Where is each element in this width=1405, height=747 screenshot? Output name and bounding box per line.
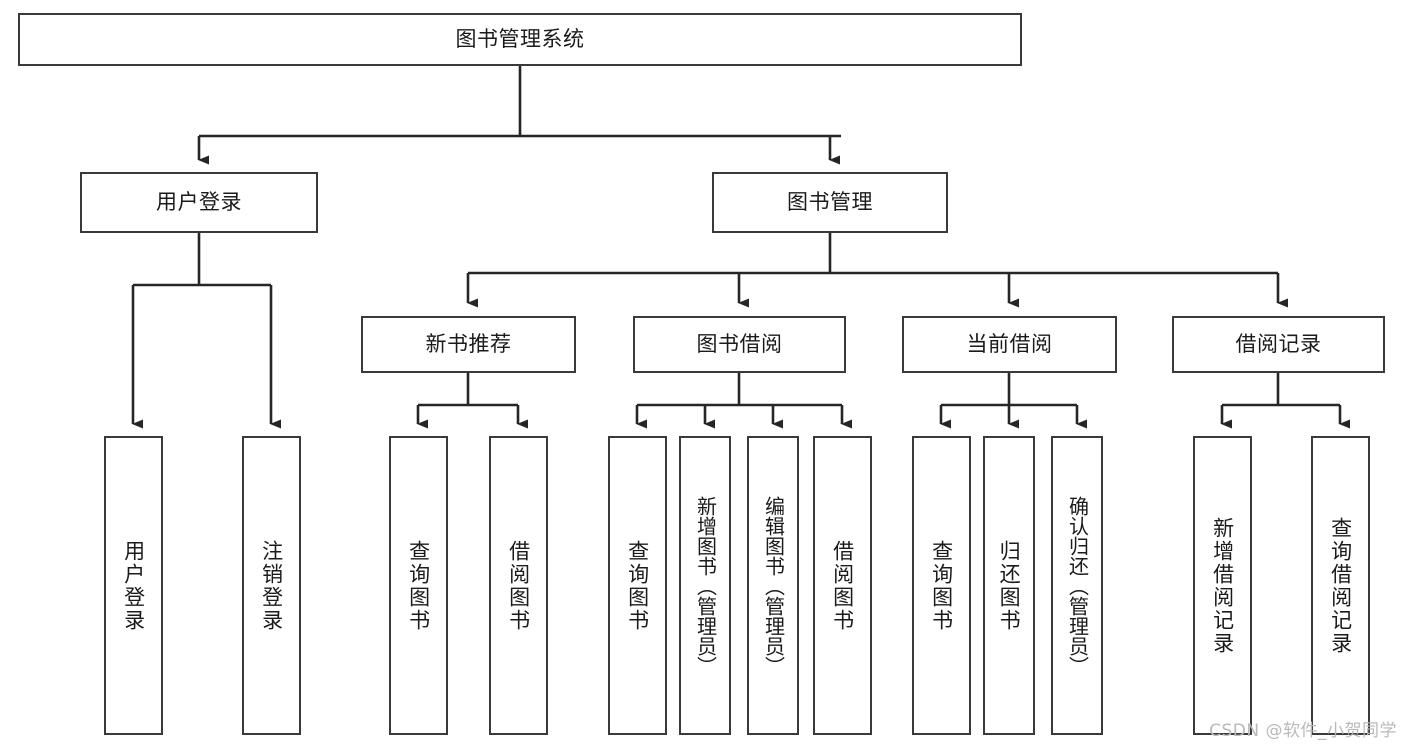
leaf-query-book-1-label: 查询图书 [406, 539, 431, 632]
node-book-borrow[interactable]: 图书借阅 [633, 316, 846, 373]
leaf-query-borrow-record[interactable]: 查询借阅记录 [1311, 436, 1370, 735]
leaf-confirm-return-admin-label: 确认归还（管理员） [1065, 495, 1090, 676]
leaf-query-book-3-label: 查询图书 [929, 539, 954, 632]
leaf-return-book[interactable]: 归还图书 [983, 436, 1035, 735]
node-new-book-recommend[interactable]: 新书推荐 [361, 316, 576, 373]
leaf-add-borrow-record[interactable]: 新增借阅记录 [1193, 436, 1252, 735]
leaf-query-borrow-record-label: 查询借阅记录 [1328, 516, 1353, 655]
node-user-login-label: 用户登录 [156, 189, 242, 214]
leaf-query-book-1[interactable]: 查询图书 [389, 436, 448, 735]
leaf-return-book-label: 归还图书 [997, 539, 1022, 632]
node-book-borrow-label: 图书借阅 [696, 331, 783, 356]
leaf-user-login-label: 用户登录 [121, 539, 146, 632]
node-user-login[interactable]: 用户登录 [80, 172, 318, 233]
node-new-book-recommend-label: 新书推荐 [425, 331, 512, 356]
leaf-add-borrow-record-label: 新增借阅记录 [1210, 516, 1235, 655]
leaf-query-book-2[interactable]: 查询图书 [608, 436, 667, 735]
node-root-title[interactable]: 图书管理系统 [18, 13, 1022, 66]
node-book-manage-label: 图书管理 [787, 189, 873, 214]
node-current-borrow[interactable]: 当前借阅 [902, 316, 1117, 373]
leaf-user-login[interactable]: 用户登录 [104, 436, 163, 735]
leaf-confirm-return-admin[interactable]: 确认归还（管理员） [1051, 436, 1103, 735]
leaf-edit-book-admin-label: 编辑图书（管理员） [761, 495, 786, 676]
leaf-logout-login-label: 注销登录 [259, 539, 284, 632]
node-book-manage[interactable]: 图书管理 [712, 172, 948, 233]
leaf-borrow-book-2[interactable]: 借阅图书 [813, 436, 872, 735]
leaf-borrow-book-2-label: 借阅图书 [830, 539, 855, 632]
leaf-query-book-3[interactable]: 查询图书 [912, 436, 971, 735]
leaf-borrow-book-1[interactable]: 借阅图书 [489, 436, 548, 735]
node-current-borrow-label: 当前借阅 [966, 331, 1053, 356]
node-borrow-record[interactable]: 借阅记录 [1172, 316, 1385, 373]
node-root-title-label: 图书管理系统 [455, 26, 585, 51]
leaf-logout-login[interactable]: 注销登录 [242, 436, 301, 735]
leaf-query-book-2-label: 查询图书 [625, 539, 650, 632]
leaf-borrow-book-1-label: 借阅图书 [506, 539, 531, 632]
leaf-add-book-admin-label: 新增图书（管理员） [693, 495, 718, 676]
leaf-edit-book-admin[interactable]: 编辑图书（管理员） [747, 436, 799, 735]
leaf-add-book-admin[interactable]: 新增图书（管理员） [679, 436, 731, 735]
node-borrow-record-label: 借阅记录 [1235, 331, 1322, 356]
